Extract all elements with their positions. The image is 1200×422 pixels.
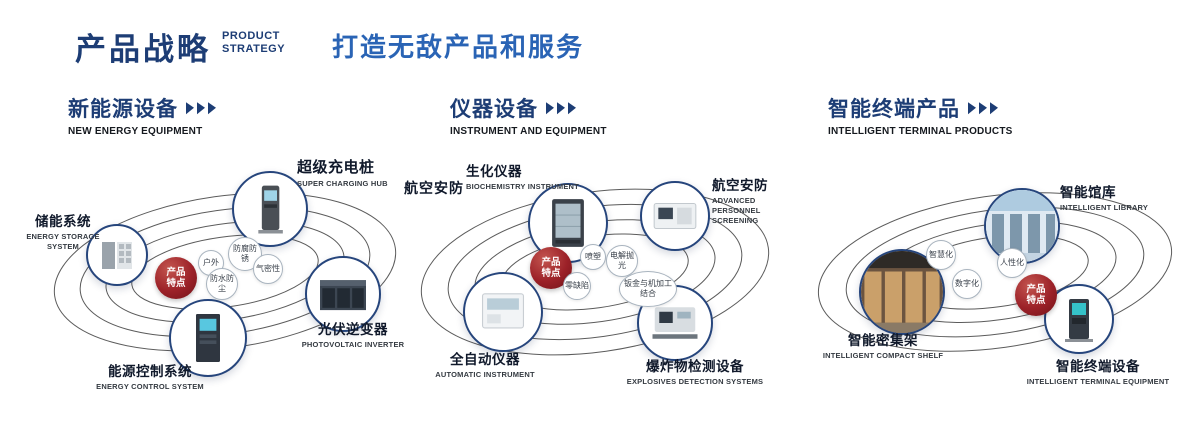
energy-storage-cabinet-icon: [102, 242, 132, 269]
diagram-intelligent-terminal: 产品特点 智慧化 人性化 数字化 智能馆库 INTELLIGENT LIBRAR…: [808, 155, 1200, 410]
charging-pile-icon: [258, 185, 283, 234]
section-subtitle: INSTRUMENT AND EQUIPMENT: [450, 126, 607, 137]
slogan: 打造无敌产品和服务: [332, 32, 585, 62]
section-subtitle: NEW ENERGY EQUIPMENT: [68, 126, 203, 137]
product-label-explosives-detection: 爆炸物检测设备 EXPLOSIVES DETECTION SYSTEMS: [595, 355, 795, 387]
product-label-intelligent-library: 智能馆库 INTELLIGENT LIBRARY: [1060, 181, 1190, 213]
product-features-badge: 产品特点: [530, 247, 572, 289]
feature-bubble: 防水防尘: [206, 268, 238, 300]
product-node-energy-storage: [86, 224, 148, 286]
badge-label: 产品特点: [166, 266, 186, 289]
product-label-terminal-equipment: 智能终端设备 INTELLIGENT TERMINAL EQUIPMENT: [998, 355, 1198, 387]
product-features-badge: 产品特点: [155, 257, 197, 299]
feature-bubble: 数字化: [952, 269, 982, 299]
product-features-badge: 产品特点: [1015, 274, 1057, 316]
product-name-en: AUTOMATIC INSTRUMENT: [435, 370, 535, 379]
product-name-en: SUPER CHARGING HUB: [297, 179, 388, 188]
triple-chevron-icon: [186, 101, 216, 115]
product-label-charging-hub: 超级充电桩 SUPER CHARGING HUB: [297, 156, 447, 189]
feature-bubble: 电解抛光: [606, 245, 638, 277]
section-head-new-energy: 新能源设备 NEW ENERGY EQUIPMENT: [68, 93, 216, 137]
feature-bubble: 钣金与机加工结合: [619, 271, 677, 307]
product-name-cn: 储能系统: [35, 214, 91, 229]
section-head-intelligent: 智能终端产品 INTELLIGENT TERMINAL PRODUCTS: [828, 93, 1013, 137]
product-node-pv-inverter: [305, 256, 381, 332]
product-name-en: INTELLIGENT TERMINAL EQUIPMENT: [1026, 377, 1170, 386]
product-name-en: ADVANCED PERSONNEL SCREENING: [712, 196, 761, 225]
product-label-pv-inverter: 光伏逆变器 PHOTOVOLTAIC INVERTER: [283, 318, 423, 350]
feature-bubble: 气密性: [253, 254, 283, 284]
inverter-cabinets-icon: [320, 280, 366, 311]
product-name-en: INTELLIGENT LIBRARY: [1060, 203, 1149, 212]
section-subtitle: INTELLIGENT TERMINAL PRODUCTS: [828, 126, 1013, 137]
product-name-en: ENERGY STORAGE SYSTEM: [26, 232, 100, 251]
control-cabinet-icon: [196, 314, 220, 362]
feature-bubble: 智慧化: [926, 240, 956, 270]
triple-chevron-icon: [546, 101, 576, 115]
product-label-energy-storage: 储能系统 ENERGY STORAGE SYSTEM: [23, 210, 103, 252]
section-title: 新能源设备: [68, 98, 178, 121]
product-name-cn: 生化仪器: [466, 164, 522, 179]
page-title: 产品战略: [75, 32, 211, 67]
screening-machine-icon: [653, 202, 697, 230]
product-node-energy-control: [169, 299, 247, 377]
product-label-biochemistry: 生化仪器 BIOCHEMISTRY INSTRUMENT: [466, 160, 586, 192]
product-name-cn: 超级充电桩: [297, 159, 375, 176]
terminal-kiosk-icon: [1065, 299, 1093, 342]
product-name-cn: 智能密集架: [848, 333, 918, 348]
product-name-cn: 光伏逆变器: [318, 322, 388, 337]
product-name-en: BIOCHEMISTRY INSTRUMENT: [466, 182, 579, 191]
biochemistry-analyzer-icon: [552, 199, 584, 247]
section-title: 智能终端产品: [828, 98, 960, 121]
product-node-personnel-screening: [640, 181, 710, 251]
product-node-automatic-instrument: [463, 272, 543, 352]
side-label-aviation-security: 航空安防: [404, 180, 464, 196]
product-label-compact-shelf: 智能密集架 INTELLIGENT COMPACT SHELF: [818, 329, 948, 361]
page-title-en-line2: STRATEGY: [222, 42, 286, 55]
product-label-energy-control: 能源控制系统 ENERGY CONTROL SYSTEM: [70, 360, 230, 392]
compact-shelf-photo-icon: [861, 251, 943, 333]
product-name-cn: 能源控制系统: [108, 364, 192, 379]
diagram-instrument: 航空安防 产品特点 喷塑 电: [400, 150, 800, 410]
feature-bubble: 零缺陷: [563, 272, 591, 300]
product-name-en: EXPLOSIVES DETECTION SYSTEMS: [626, 377, 764, 386]
product-node-charging-hub: [232, 171, 308, 247]
explosives-detector-icon: [652, 307, 698, 339]
badge-label: 产品特点: [1026, 283, 1046, 306]
automatic-analyzer-icon: [481, 293, 525, 329]
product-name-en: PHOTOVOLTAIC INVERTER: [301, 340, 405, 349]
product-name-en: INTELLIGENT COMPACT SHELF: [822, 351, 944, 360]
triple-chevron-icon: [968, 101, 998, 115]
product-name-cn: 航空安防: [712, 178, 768, 193]
feature-bubble: 人性化: [997, 248, 1027, 278]
product-name-cn: 智能馆库: [1060, 185, 1116, 200]
product-label-personnel-screening: 航空安防 ADVANCED PERSONNEL SCREENING: [712, 174, 804, 225]
product-name-en: ENERGY CONTROL SYSTEM: [96, 382, 204, 391]
product-name-cn: 爆炸物检测设备: [646, 359, 744, 374]
section-head-instrument: 仪器设备 INSTRUMENT AND EQUIPMENT: [450, 93, 607, 137]
product-name-cn: 全自动仪器: [450, 352, 520, 367]
page-title-en: PRODUCT STRATEGY: [222, 30, 285, 55]
product-name-cn: 智能终端设备: [1056, 359, 1140, 374]
feature-bubble: 喷塑: [580, 244, 606, 270]
badge-label: 产品特点: [541, 256, 561, 279]
diagram-new-energy: 产品特点 户外 防腐防锈 气密性 防水防尘 储能系统 ENERGY STORAG…: [25, 150, 425, 405]
section-title: 仪器设备: [450, 98, 538, 121]
product-label-automatic-instrument: 全自动仪器 AUTOMATIC INSTRUMENT: [410, 348, 560, 380]
page-title-en-line1: PRODUCT: [222, 30, 280, 42]
